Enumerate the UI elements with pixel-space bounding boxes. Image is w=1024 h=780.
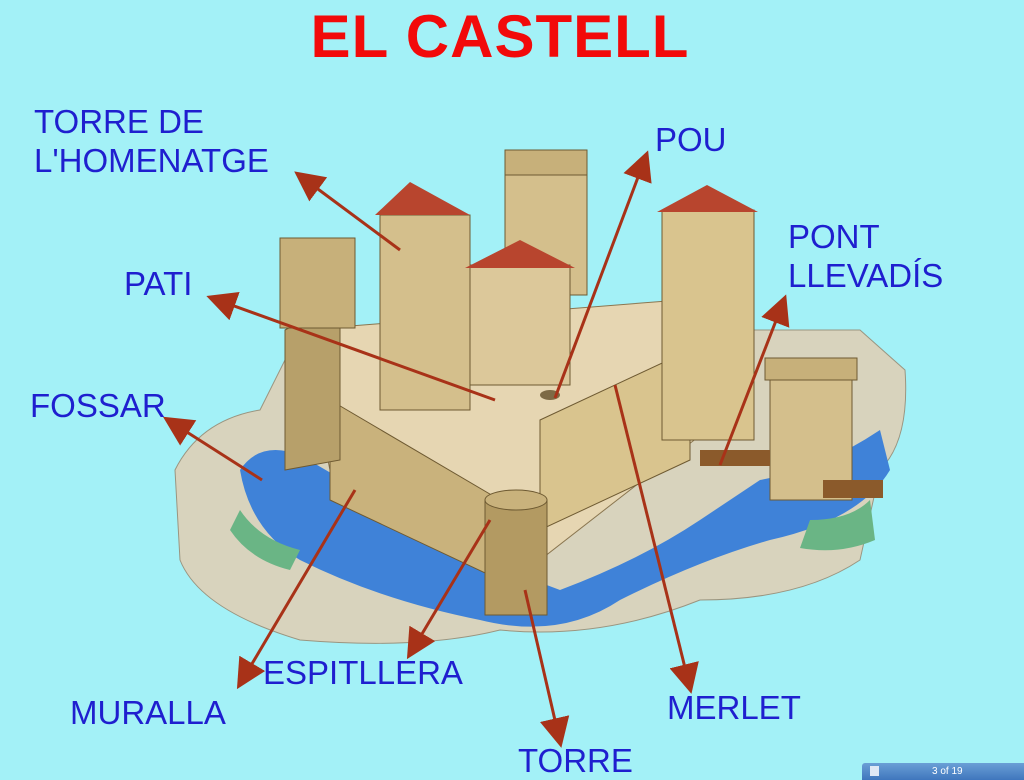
label-pati: PATI: [124, 265, 193, 302]
church: [465, 240, 575, 386]
label-torre: TORRE: [518, 742, 633, 779]
arrow-merlet: [613, 384, 699, 694]
gate-tower: [764, 357, 883, 501]
label-line: TORRE DE: [34, 103, 204, 140]
arrow-fossar: [162, 416, 263, 482]
label-pou: POU: [655, 121, 727, 158]
label-line: L'HOMENATGE: [34, 142, 269, 179]
label-pont-llevadis: PONT LLEVADÍS: [788, 217, 943, 295]
drawbridge: [700, 450, 770, 466]
page-indicator: 3 of 19: [932, 766, 963, 777]
arrow-torre-homenatge: [294, 171, 401, 252]
round-tower: [484, 489, 548, 616]
page-title: EL CASTELL: [310, 3, 690, 70]
label-merlet: MERLET: [667, 689, 801, 726]
arrow-torre: [523, 589, 570, 748]
label-line: PONT: [788, 218, 880, 255]
label-torre-homenatge: TORRE DE L'HOMENATGE: [34, 102, 269, 180]
arrow-espitllera: [406, 519, 492, 660]
moat-water: [240, 430, 890, 627]
tower-left: [279, 237, 356, 329]
slide-navigation-bar[interactable]: 3 of 19: [862, 763, 1024, 780]
tower-right: [657, 185, 758, 441]
label-espitllera: ESPITLLERA: [263, 654, 463, 691]
arrow-pont-llevadis: [718, 294, 790, 466]
arrow-pou: [553, 150, 652, 399]
label-muralla: MURALLA: [70, 694, 226, 731]
slide-icon[interactable]: [870, 766, 879, 776]
label-line: LLEVADÍS: [788, 257, 944, 294]
tower-keep: [375, 182, 471, 411]
label-fossar: FOSSAR: [30, 387, 166, 424]
arrow-muralla: [236, 489, 357, 690]
arrow-pati: [206, 292, 496, 402]
